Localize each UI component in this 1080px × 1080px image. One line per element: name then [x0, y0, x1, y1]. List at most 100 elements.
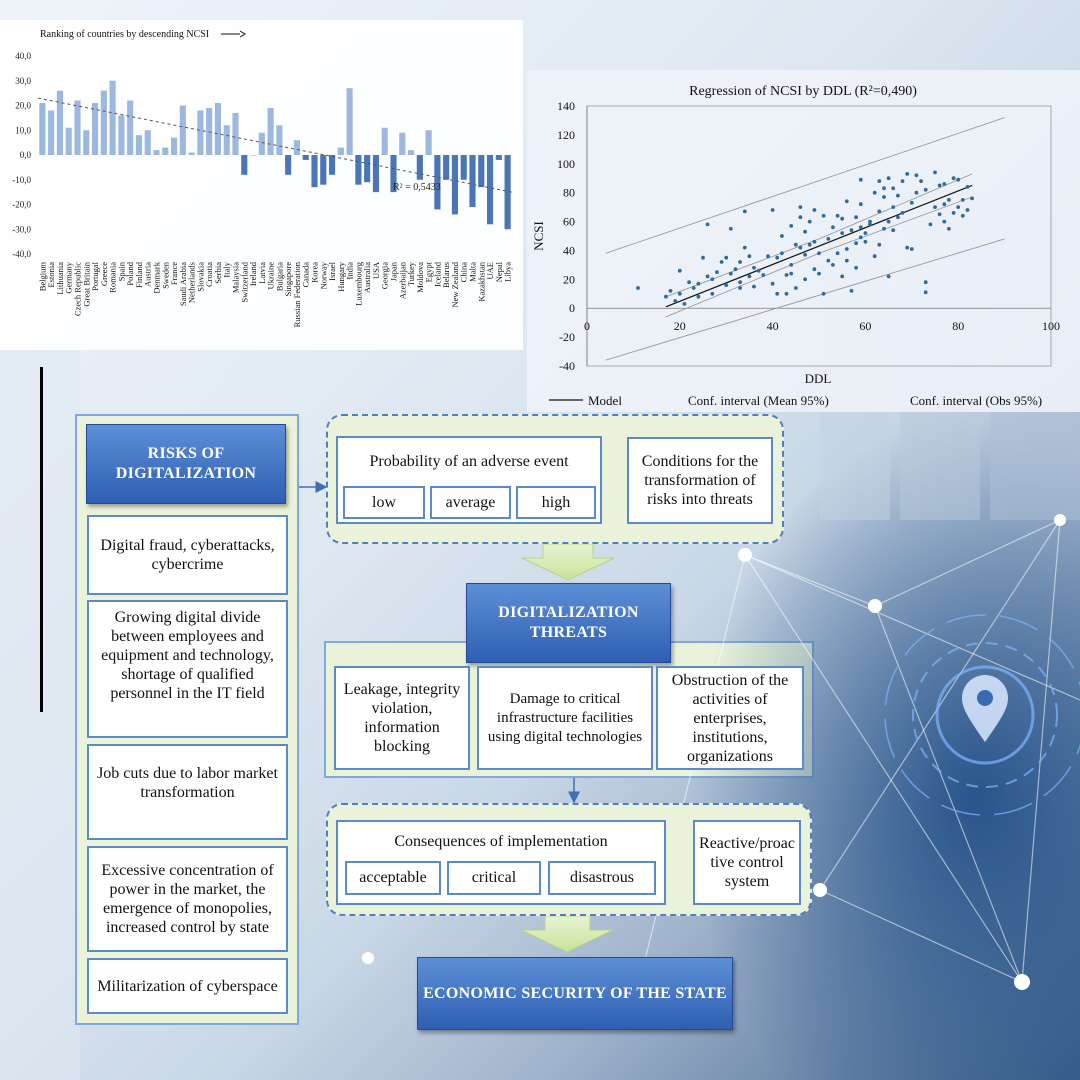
x-tick-label: Israel	[327, 261, 337, 281]
bar	[179, 105, 186, 155]
x-tick-label: Austria	[143, 262, 153, 287]
probability-high-text: high	[541, 493, 571, 511]
legend-model-label: Model	[588, 393, 622, 408]
scatter-point	[747, 254, 752, 259]
y-tick-label: -40,0	[12, 249, 31, 259]
scatter-point	[710, 291, 715, 296]
scatter-point	[849, 289, 854, 293]
y-tick-label: 120	[557, 128, 575, 142]
bar	[399, 132, 406, 155]
x-tick-label: Georgia	[380, 262, 390, 289]
bar	[188, 152, 195, 155]
bar	[232, 112, 239, 155]
scatter-point	[803, 229, 807, 234]
y-tick-label: -10,0	[12, 175, 31, 185]
scatter-point	[677, 268, 682, 273]
scatter-point	[947, 226, 951, 231]
scatter-point	[738, 260, 742, 264]
scatter-point	[905, 172, 910, 176]
scatter-point	[803, 277, 807, 282]
risk-item-text: Digital fraud, cyberattacks, cybercrime	[100, 537, 275, 573]
scatter-point	[872, 190, 877, 195]
scatter-point	[951, 176, 956, 181]
risks-title: RISKS OF DIGITALIZATION	[86, 424, 286, 504]
bar	[127, 100, 134, 155]
probability-average-text: average	[445, 493, 496, 511]
bar	[197, 110, 204, 155]
scatter-point	[738, 280, 742, 285]
x-tick-label: Romania	[108, 262, 118, 293]
scatter-point	[905, 245, 910, 250]
scatter-point	[817, 251, 821, 256]
scatter-point	[793, 242, 798, 247]
scatter-point	[956, 205, 961, 210]
scatter-point	[691, 286, 696, 290]
scatter-point	[835, 251, 840, 256]
bar	[267, 107, 274, 155]
x-tick-label: Spain	[116, 261, 126, 281]
scatter-point	[682, 302, 687, 306]
y-tick-label: 20	[563, 272, 575, 286]
scatter-point	[724, 255, 729, 260]
bar	[285, 155, 292, 175]
scatter-point	[807, 219, 812, 224]
y-tick-label: 60	[563, 215, 575, 229]
x-tick-label: Portugal	[90, 261, 100, 290]
consequence-critical-text: critical	[471, 869, 517, 886]
scatter-point	[752, 284, 756, 289]
model-line	[665, 184, 973, 308]
scatter-point	[826, 258, 831, 263]
x-tick-label: Belarus	[441, 262, 451, 288]
scatter-point	[742, 245, 747, 250]
scatter-point	[673, 299, 678, 303]
scatter-point	[784, 291, 789, 296]
scatter-point	[664, 294, 668, 299]
scatter-point	[863, 231, 868, 236]
scatter-point	[970, 196, 974, 201]
x-tick-label: USA	[371, 261, 381, 279]
chart-title: Ranking of countries by descending NCSI	[40, 29, 209, 40]
vertical-divider	[40, 367, 43, 712]
scatter-point	[733, 267, 738, 272]
economic-security-title: ECONOMIC SECURITY OF THE STATE	[417, 957, 733, 1030]
scatter-point	[696, 294, 701, 299]
y-tick-label: 0	[569, 301, 575, 315]
scatter-point	[775, 255, 780, 260]
scatter-point	[877, 242, 882, 247]
scatter-point	[840, 231, 845, 236]
scatter-point	[696, 281, 701, 286]
scatter-point	[831, 225, 835, 230]
bar	[170, 137, 178, 155]
scatter-point	[789, 263, 794, 267]
scatter-point	[770, 281, 775, 286]
x-tick-label: Sweden	[160, 261, 170, 289]
x-tick-label: Ireland	[248, 261, 258, 286]
x-tick-label: Kazakhstan	[476, 261, 486, 301]
scatter-point	[803, 252, 807, 257]
risk-item-text: Excessive concentration of power in the …	[101, 862, 274, 936]
x-tick-label: Malta	[468, 262, 478, 282]
x-tick-label: Denmark	[152, 261, 162, 293]
scatter-point	[677, 291, 682, 296]
x-tick-label: Singapore	[283, 262, 293, 297]
scatter-point	[747, 274, 752, 279]
x-tick-label: Ukraine	[266, 262, 276, 290]
risk-item-text: Growing digital divide between employees…	[101, 609, 274, 702]
bar	[241, 155, 248, 175]
bar	[91, 103, 99, 155]
scatter-point	[687, 280, 691, 285]
scatter-point	[933, 205, 937, 210]
bar	[206, 107, 213, 155]
risk-item: Digital fraud, cyberattacks, cybercrime	[87, 515, 288, 595]
bar	[425, 130, 432, 155]
y-tick-label: 100	[557, 157, 575, 171]
x-tick-label: Serbia	[213, 262, 223, 284]
scatter-point	[923, 187, 928, 192]
y-tick-label: 20,0	[15, 101, 31, 111]
bar	[407, 150, 415, 155]
scatter-point	[668, 289, 673, 293]
y-tick-label: -40	[559, 359, 575, 373]
scatter-point	[919, 179, 923, 183]
bar	[249, 155, 257, 156]
title-arrow-head	[239, 30, 246, 38]
